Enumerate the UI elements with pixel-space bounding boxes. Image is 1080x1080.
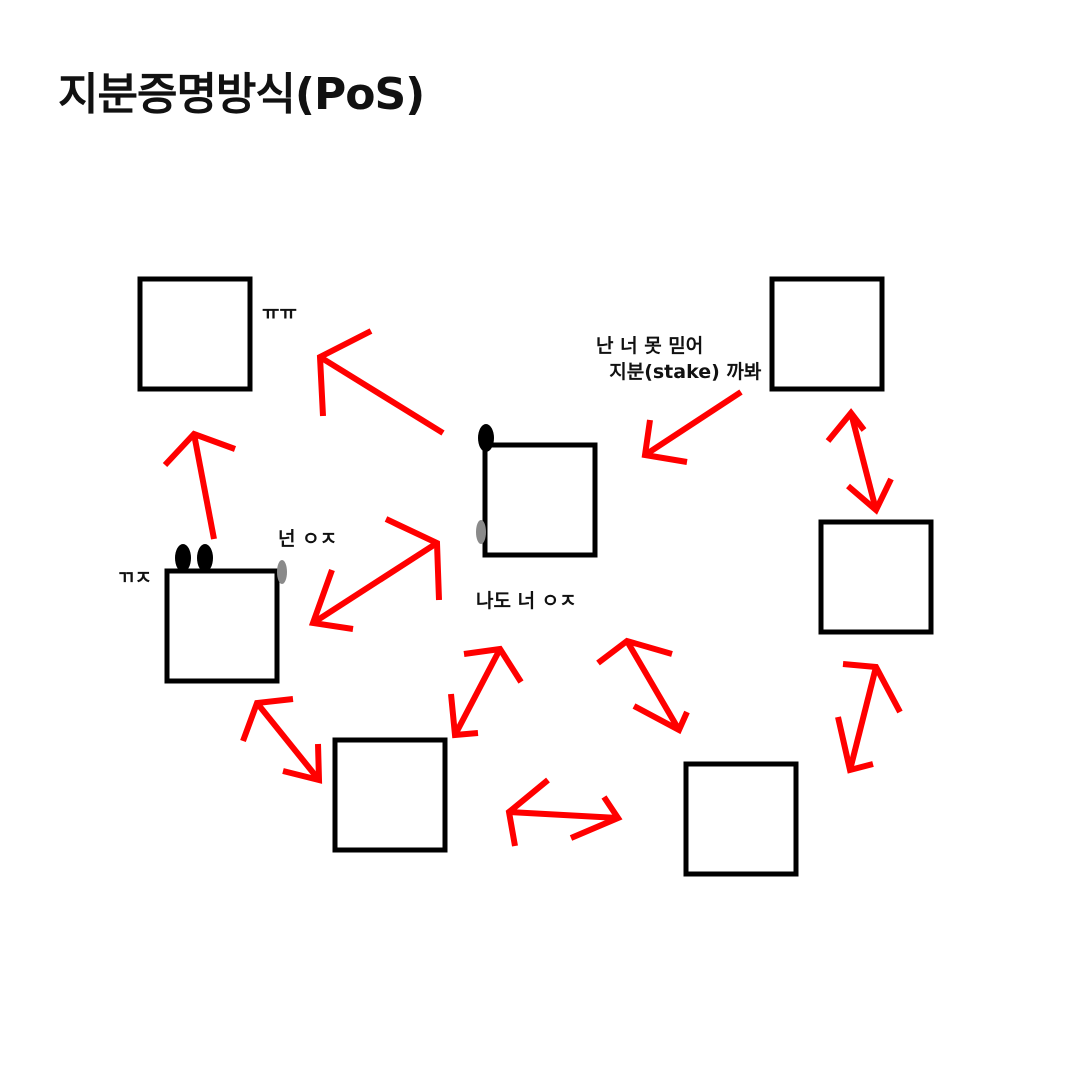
node-top-left [137,276,253,392]
arrow-bottom-left-center [448,645,524,739]
node-bottom-right [683,761,799,877]
arrow-top-right-to-center [641,389,743,465]
top-left-node-reaction: ㅠㅠ [262,302,297,324]
center-node-eye [478,424,494,452]
diagram-title: 지분증명방식(PoS) [58,69,425,120]
arrow-top-right-right-middle [825,408,894,515]
arrow-center-bottom-right [596,637,690,735]
center-node-sweat-drop [476,520,486,544]
left-node-side-text: ㄲㅈ [117,567,152,589]
arrow-right-middle-bottom-right [835,661,903,774]
left-node-eye-left [175,544,191,572]
left-node-sweat-drop [277,560,287,584]
arrow-left-middle-bottom-left [240,696,323,784]
arrow-bottom-left-bottom-right [505,777,623,847]
node-center [482,442,598,558]
arrow-left-middle-center [308,516,442,632]
node-right-middle [818,519,934,635]
center-node-remark: 나도 너 ㅇㅈ [476,590,577,612]
arrow-center-to-top-left [316,328,445,436]
node-bottom-left [332,737,448,853]
node-left-middle [164,568,280,684]
arrow-left-middle-to-top-left [162,430,237,540]
node-top-right [769,276,885,392]
left-node-eye-right [197,544,213,572]
top-right-node-speech: 난 너 못 믿어 지분(stake) 까봐 [596,335,762,383]
left-node-remark: 넌 ㅇㅈ [278,528,338,550]
